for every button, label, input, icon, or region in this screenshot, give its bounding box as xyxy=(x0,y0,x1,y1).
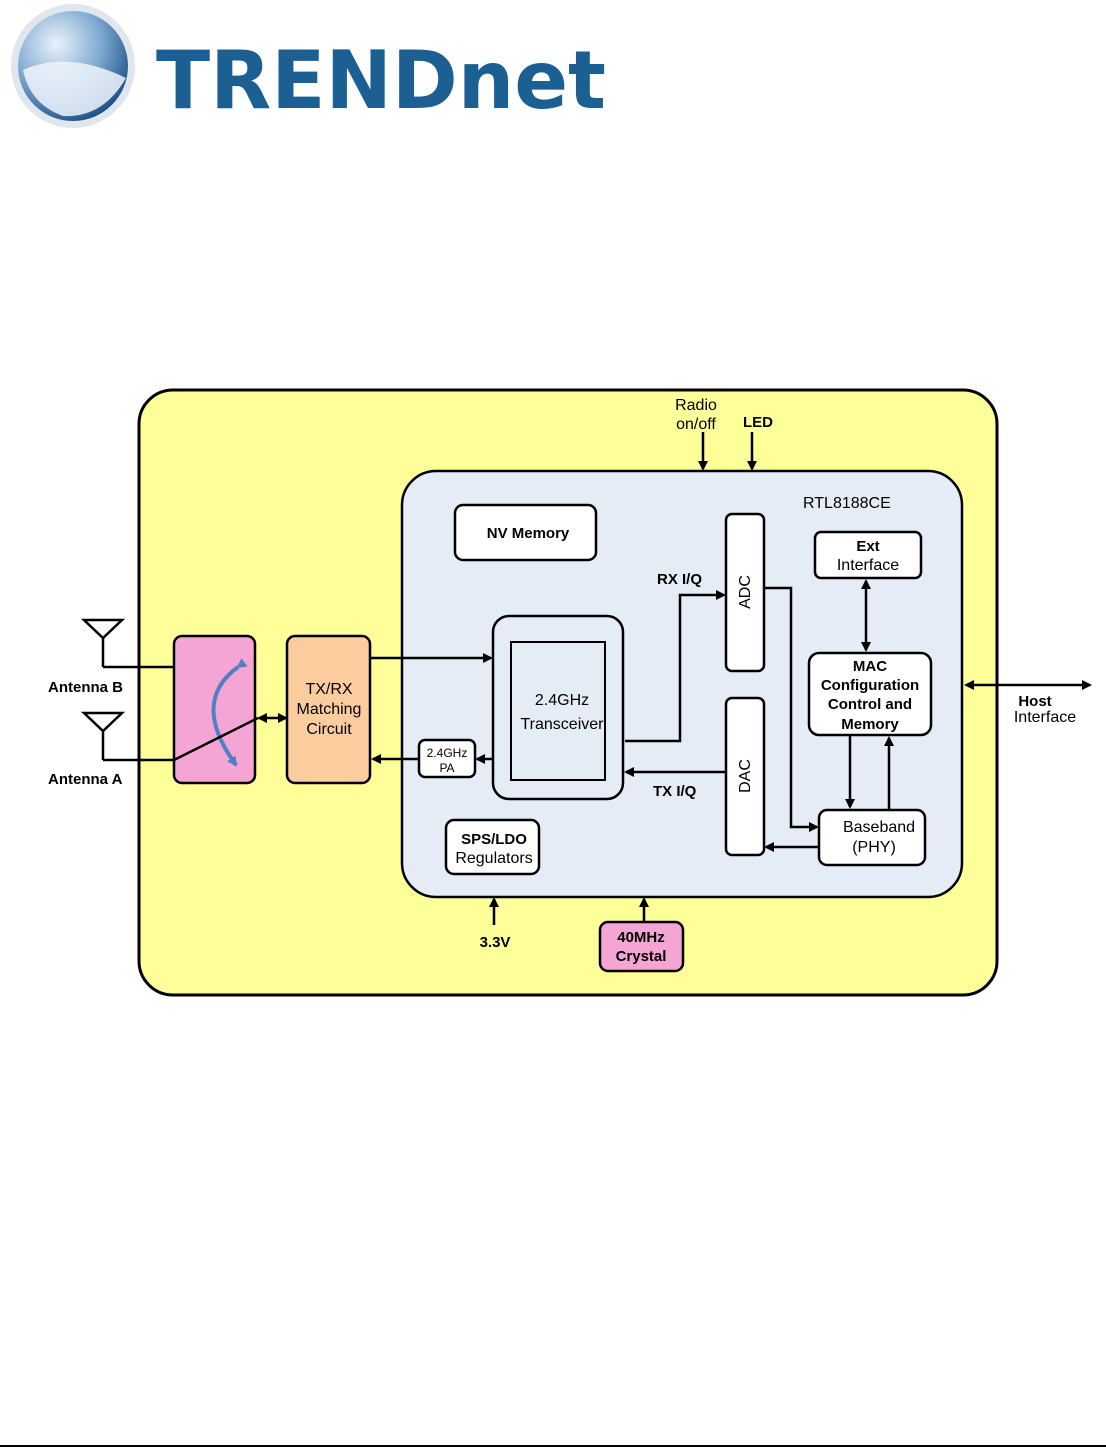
mac-label-2: Configuration xyxy=(821,677,919,694)
radio-label-2: on/off xyxy=(676,416,716,433)
logo-wordmark: TRENDnet xyxy=(156,34,606,127)
matching-label-2: Matching xyxy=(297,701,362,718)
tx-iq-label: TX I/Q xyxy=(653,783,697,800)
crystal-label-2: Crystal xyxy=(616,948,667,965)
host-label-1: Host xyxy=(1018,693,1051,710)
voltage-label: 3.3V xyxy=(480,934,511,951)
crystal-label-1: 40MHz xyxy=(617,929,665,946)
dac-label: DAC xyxy=(737,759,754,793)
block-diagram: RTL8188CE Radio on/off LED NV Memory Ant… xyxy=(0,380,1106,1010)
ext-label-2: Interface xyxy=(837,557,899,574)
pa-label-1: 2.4GHz xyxy=(427,746,468,760)
regulators-label-1: SPS/LDO xyxy=(461,831,527,848)
antenna-b-label: Antenna B xyxy=(48,679,123,696)
trendnet-logo: TRENDnet xyxy=(8,0,608,130)
adc-label: ADC xyxy=(737,575,754,609)
transceiver-core xyxy=(511,642,605,780)
globe-icon xyxy=(11,4,135,128)
baseband-label-2: (PHY) xyxy=(852,839,896,856)
matching-label-3: Circuit xyxy=(306,721,352,738)
nv-memory-label: NV Memory xyxy=(487,525,570,542)
radio-label: Radio xyxy=(675,397,717,414)
host-label-2: Interface xyxy=(1014,709,1076,726)
pa-label-2: PA xyxy=(439,761,454,775)
chip-label: RTL8188CE xyxy=(803,495,891,512)
mac-label-3: Control and xyxy=(828,696,912,713)
mac-label-4: Memory xyxy=(841,716,899,733)
footer-rule xyxy=(0,1445,1106,1447)
matching-label-1: TX/RX xyxy=(305,681,352,698)
rx-iq-label: RX I/Q xyxy=(657,571,702,588)
led-label: LED xyxy=(743,414,773,431)
mac-label-1: MAC xyxy=(853,658,887,675)
transceiver-label-2: Transceiver xyxy=(521,716,605,733)
antenna-a-label: Antenna A xyxy=(48,771,123,788)
baseband-label-1: Baseband xyxy=(843,819,915,836)
transceiver-label-1: 2.4GHz xyxy=(535,692,589,709)
regulators-label-2: Regulators xyxy=(455,850,532,867)
ext-label-1: Ext xyxy=(856,538,879,555)
